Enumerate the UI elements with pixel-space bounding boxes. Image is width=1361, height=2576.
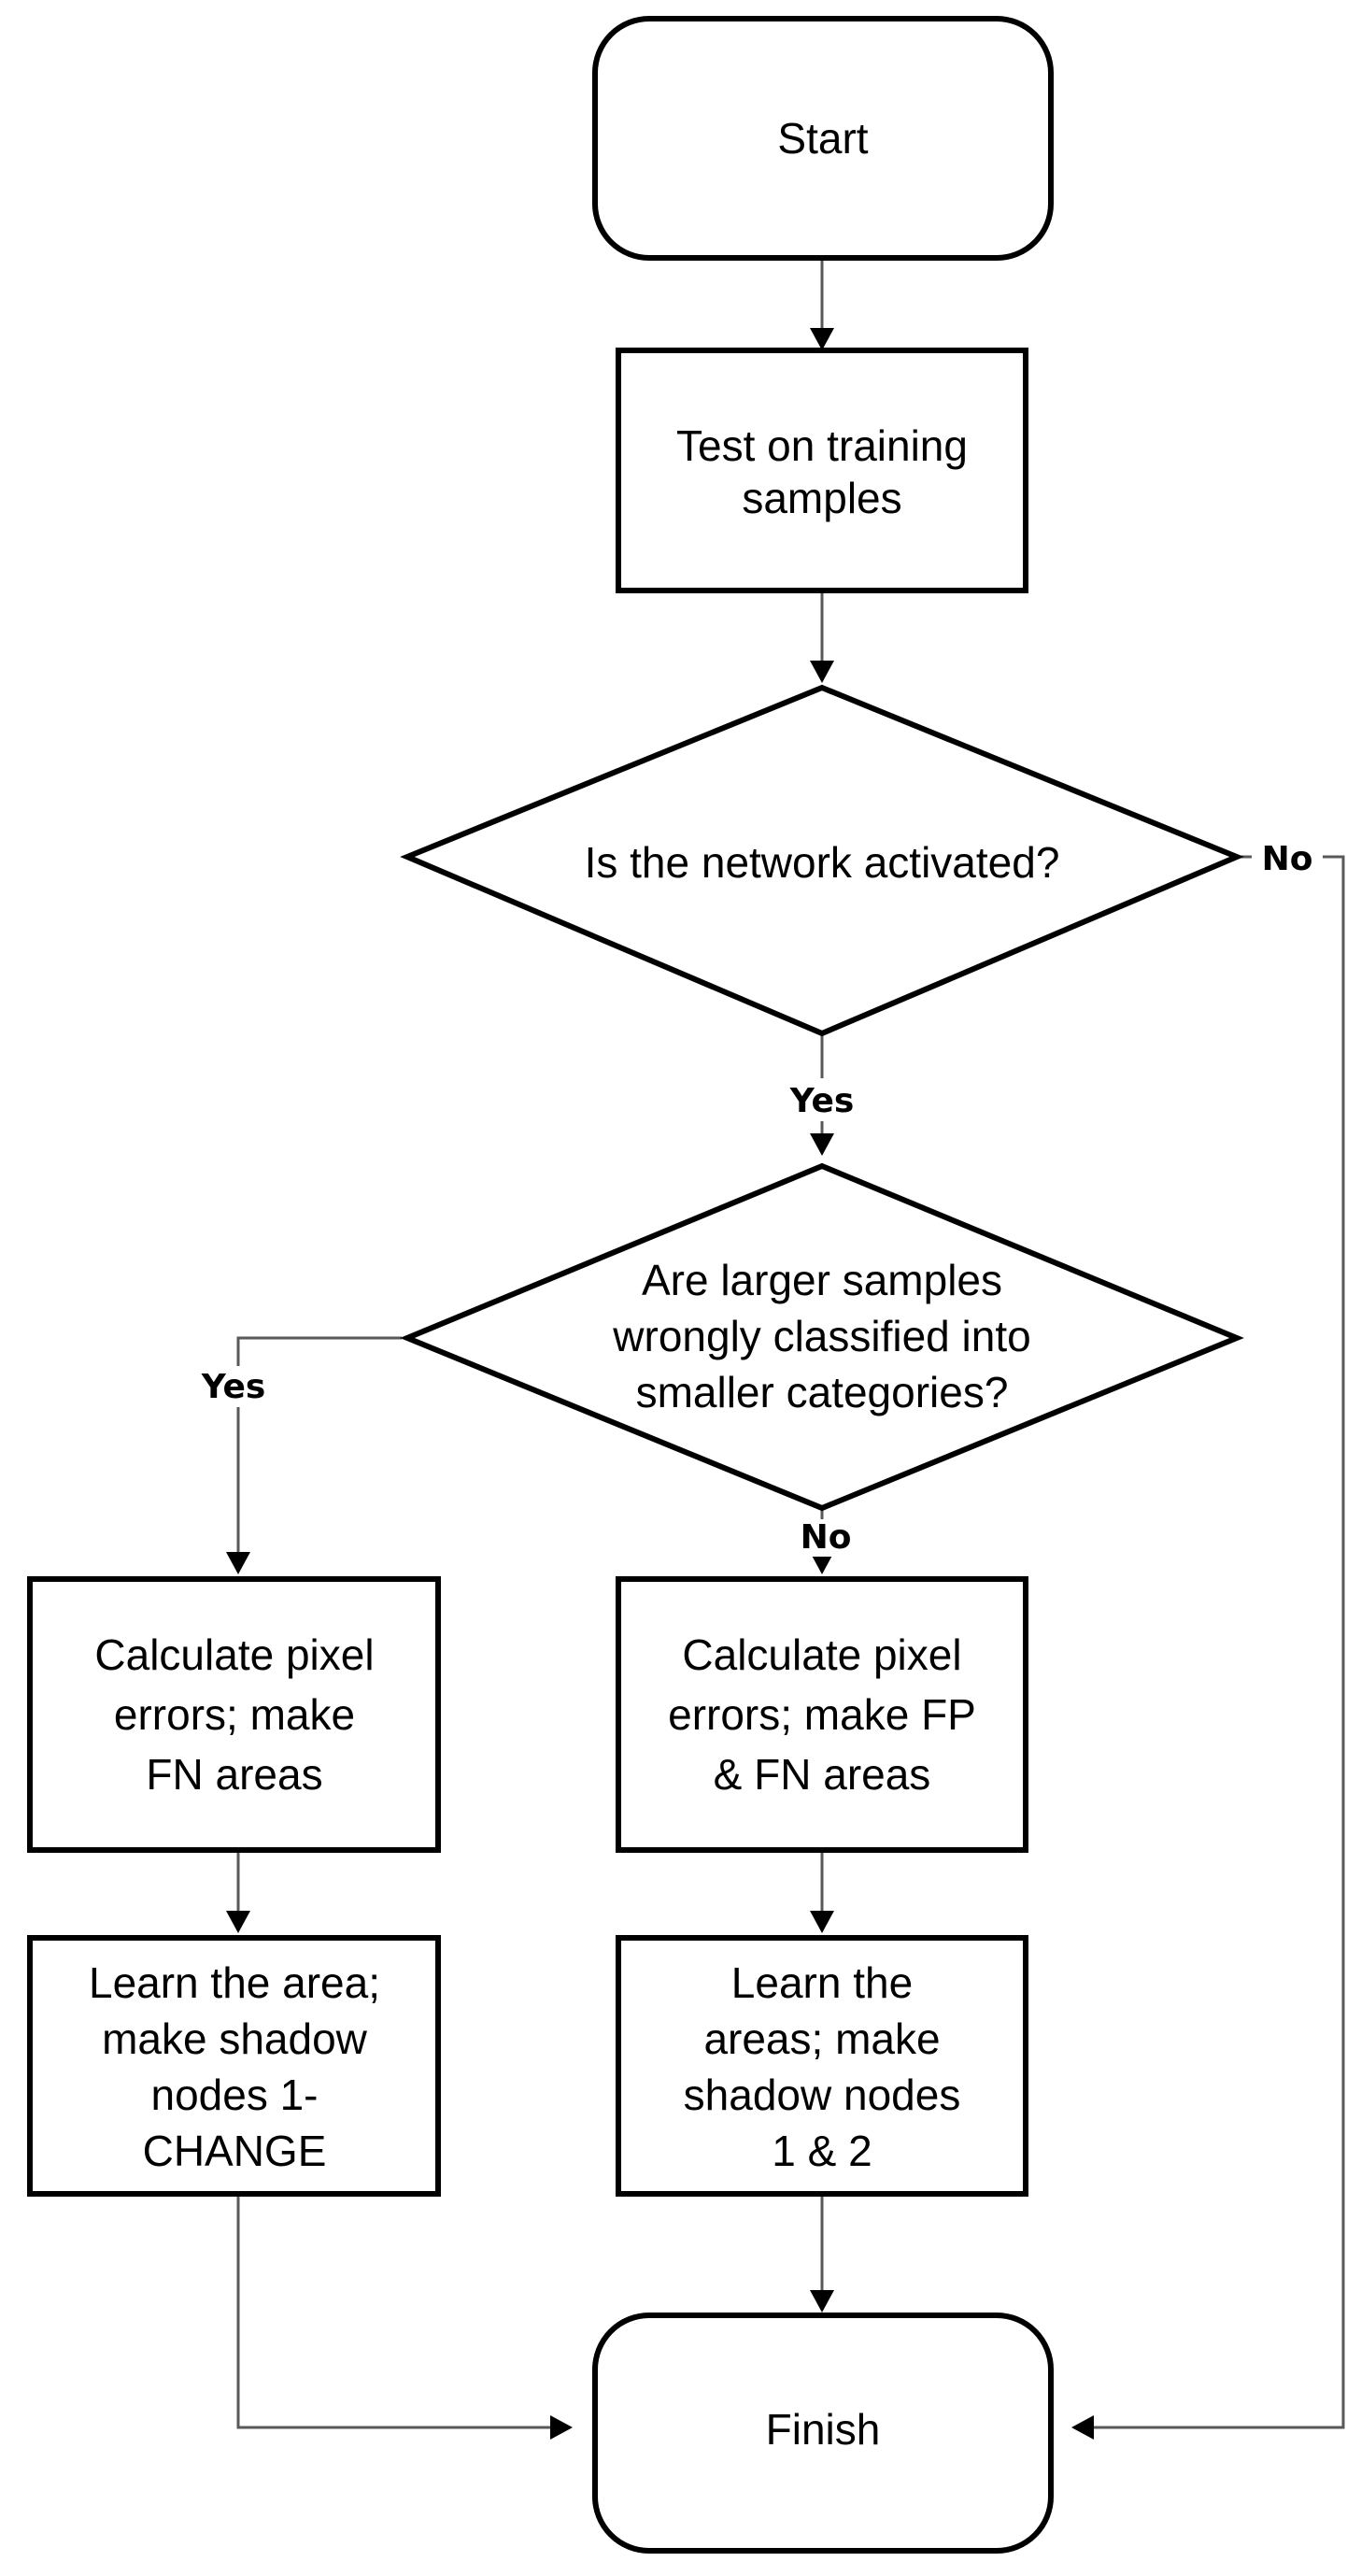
node-learn-areas-shadow-1-2: Learn the areas; make shadow nodes 1 & 2 [616, 1935, 1028, 2197]
node-label-line: Start [777, 114, 868, 163]
node-label-line: Calculate pixel [682, 1630, 961, 1679]
label-activated-yes: Yes [789, 1082, 855, 1120]
decision-network-activated: Is the network activated? [400, 684, 1244, 1037]
node-label-line: nodes 1- [150, 2071, 318, 2119]
arrowhead-test [810, 328, 834, 350]
node-learn-area-shadow-change: Learn the area; make shadow nodes 1- CHANGE [27, 1935, 441, 2197]
node-label-line: Learn the area; [89, 1958, 380, 2007]
edge-labels: No Yes Yes No [192, 838, 1323, 1557]
node-label-line: Is the network activated? [585, 838, 1060, 887]
node-label-line: CHANGE [143, 2127, 327, 2175]
node-label-larger: Are larger samples wrongly classified int… [612, 1256, 1030, 1416]
node-label-learn-area: Learn the area; make shadow nodes 1- CHANGE [89, 1958, 380, 2175]
node-label-line: Test on training [676, 421, 968, 470]
node-label-start: Start [777, 114, 868, 163]
arrowhead-learn-areas [810, 1911, 834, 1933]
node-label-learn-areas: Learn the areas; make shadow nodes 1 & 2 [684, 1958, 961, 2175]
node-label-line: FN areas [146, 1750, 322, 1799]
node-label-line: 1 & 2 [772, 2127, 872, 2175]
node-label-line: smaller categories? [636, 1368, 1009, 1416]
arrowhead-finish-left [550, 2415, 573, 2440]
edge-activated-no-to-finish [1074, 855, 1345, 2429]
node-label-line: shadow nodes [684, 2071, 961, 2119]
node-label-line: errors; make FP [668, 1690, 976, 1739]
node-label-finish: Finish [766, 2405, 881, 2454]
node-label-line: make shadow [102, 2014, 368, 2063]
node-calculate-fp-fn-areas: Calculate pixel errors; make FP & FN areas [616, 1576, 1028, 1853]
decision-larger-samples-misclassified: Are larger samples wrongly classified int… [400, 1162, 1244, 1512]
node-label-calc-fn: Calculate pixel errors; make FN areas [94, 1630, 374, 1799]
arrowhead-calc-fpfn [810, 1552, 834, 1574]
node-label-line: Finish [766, 2405, 881, 2454]
arrowhead-finish-right [1071, 2415, 1094, 2440]
node-label-line: areas; make [703, 2014, 940, 2063]
node-label-activated: Is the network activated? [585, 838, 1060, 887]
arrowhead-larger [810, 1133, 834, 1156]
node-label-line: errors; make [114, 1690, 355, 1739]
edge-learn-area-to-finish [236, 2194, 570, 2429]
node-label-line: samples [742, 474, 901, 522]
node-finish: Finish [592, 2313, 1054, 2554]
node-label-line: & FN areas [714, 1750, 931, 1799]
edge-larger-yes-to-calc-fn [236, 1336, 402, 1570]
arrowhead-activated [810, 661, 834, 683]
node-start: Start [592, 16, 1054, 261]
label-larger-yes: Yes [201, 1368, 266, 1406]
node-label-calc-fpfn: Calculate pixel errors; make FP & FN areas [668, 1630, 976, 1799]
arrowhead-learn-area [226, 1911, 250, 1933]
node-label-line: Are larger samples [642, 1256, 1002, 1304]
label-activated-no: No [1262, 840, 1313, 878]
node-label-line: wrongly classified into [612, 1312, 1030, 1360]
label-larger-no: No [801, 1518, 852, 1557]
arrowheads [226, 328, 1094, 2440]
node-label-line: Learn the [731, 1958, 913, 2007]
node-label-line: Calculate pixel [94, 1630, 374, 1679]
node-calculate-fn-areas: Calculate pixel errors; make FN areas [27, 1576, 441, 1853]
arrowhead-finish-top [810, 2290, 834, 2313]
arrowhead-calc-fn [226, 1552, 250, 1574]
